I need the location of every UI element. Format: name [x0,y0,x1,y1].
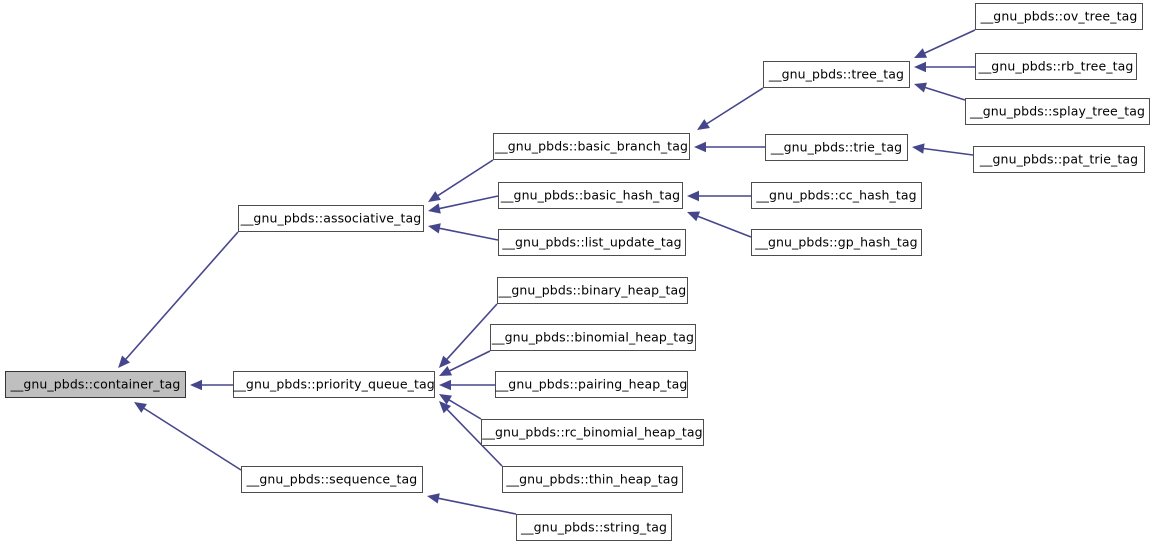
edge-thin_heap_tag-to-priority_queue_tag [439,401,503,467]
node-label: __gnu_pbds::binary_heap_tag [498,282,687,298]
arrowhead-icon [914,48,928,58]
node-string_tag[interactable]: __gnu_pbds::string_tag [516,514,672,541]
edge-basic_branch_tag-to-associative_tag [428,159,494,202]
node-container_tag[interactable]: __gnu_pbds::container_tag [5,371,186,398]
edge-line [448,350,491,373]
arrowhead-icon [439,366,453,376]
node-label: __gnu_pbds::pat_trie_tag [979,151,1139,167]
edge-line [923,29,976,55]
node-label: __gnu_pbds::rb_tree_tag [978,58,1134,74]
node-label: __gnu_pbds::thin_heap_tag [506,471,679,487]
node-rc_binomial_heap_tag[interactable]: __gnu_pbds::rc_binomial_heap_tag [481,419,704,446]
node-binomial_heap_tag[interactable]: __gnu_pbds::binomial_heap_tag [490,324,696,351]
node-binary_heap_tag[interactable]: __gnu_pbds::binary_heap_tag [497,277,688,304]
node-label: __gnu_pbds::splay_tree_tag [970,103,1145,119]
node-splay_tree_tag[interactable]: __gnu_pbds::splay_tree_tag [965,98,1150,125]
edge-line [437,497,517,515]
edge-line [445,407,503,467]
arrowhead-icon [912,143,925,154]
node-label: __gnu_pbds::basic_branch_tag [495,138,688,154]
node-list_update_tag[interactable]: __gnu_pbds::list_update_tag [498,229,686,256]
node-trie_tag[interactable]: __gnu_pbds::trie_tag [765,134,908,161]
node-thin_heap_tag[interactable]: __gnu_pbds::thin_heap_tag [502,466,683,493]
arrowhead-icon [914,82,928,93]
edge-line [124,231,239,361]
node-tree_tag[interactable]: __gnu_pbds::tree_tag [763,61,910,88]
edge-rb_tree_tag-to-tree_tag [914,61,975,73]
node-priority_queue_tag[interactable]: __gnu_pbds::priority_queue_tag [233,371,435,398]
edge-line [447,398,482,420]
arrowhead-icon [439,401,452,414]
node-basic_branch_tag[interactable]: __gnu_pbds::basic_branch_tag [493,133,690,160]
edge-ov_tree_tag-to-tree_tag [914,29,976,58]
arrowhead-icon [687,190,699,202]
node-ov_tree_tag[interactable]: __gnu_pbds::ov_tree_tag [975,3,1143,30]
node-basic_hash_tag[interactable]: __gnu_pbds::basic_hash_tag [498,182,683,209]
edge-splay_tree_tag-to-tree_tag [914,82,966,101]
node-label: __gnu_pbds::basic_hash_tag [500,187,681,203]
node-cc_hash_tag[interactable]: __gnu_pbds::cc_hash_tag [751,182,922,209]
edge-list_update_tag-to-associative_tag [428,223,499,241]
edge-line [705,87,764,126]
arrowhead-icon [118,355,130,368]
edge-string_tag-to-sequence_tag [427,493,517,515]
edge-pairing_heap_tag-to-priority_queue_tag [439,379,495,391]
arrowhead-icon [914,61,926,73]
node-pairing_heap_tag[interactable]: __gnu_pbds::pairing_heap_tag [495,371,688,398]
edge-gp_hash_tag-to-basic_hash_tag [687,211,752,238]
node-label: __gnu_pbds::string_tag [520,519,668,535]
edge-line [923,86,966,101]
arrowhead-icon [439,355,451,368]
edge-basic_hash_tag-to-associative_tag [428,195,499,214]
node-label: __gnu_pbds::gp_hash_tag [755,234,918,250]
arrowhead-icon [428,191,441,202]
arrowhead-icon [439,379,451,391]
edge-priority_queue_tag-to-container_tag [190,379,233,391]
edge-tree_tag-to-basic_branch_tag [697,87,764,130]
node-label: __gnu_pbds::pairing_heap_tag [495,376,688,392]
node-pat_trie_tag[interactable]: __gnu_pbds::pat_trie_tag [973,146,1145,173]
edge-line [436,159,494,197]
edge-line [445,303,498,361]
node-label: __gnu_pbds::sequence_tag [246,471,418,487]
node-label: __gnu_pbds::priority_queue_tag [233,376,435,392]
node-label: __gnu_pbds::trie_tag [770,139,903,155]
edge-line [922,147,974,156]
node-label: __gnu_pbds::associative_tag [240,210,422,226]
arrowhead-icon [439,394,452,405]
node-label: __gnu_pbds::cc_hash_tag [756,187,917,203]
arrowhead-icon [428,223,441,234]
edge-line [438,195,499,210]
arrowhead-icon [427,493,440,504]
node-sequence_tag[interactable]: __gnu_pbds::sequence_tag [241,466,423,493]
arrowhead-icon [428,203,441,214]
arrowhead-icon [687,211,701,222]
edge-rc_binomial_heap_tag-to-priority_queue_tag [439,394,482,420]
edge-binary_heap_tag-to-priority_queue_tag [439,303,498,368]
node-label: __gnu_pbds::ov_tree_tag [980,8,1138,24]
edge-cc_hash_tag-to-basic_hash_tag [687,190,751,202]
node-label: __gnu_pbds::list_update_tag [502,234,682,250]
arrowhead-icon [697,119,710,130]
node-label: __gnu_pbds::rc_binomial_heap_tag [482,424,703,440]
node-label: __gnu_pbds::binomial_heap_tag [491,329,695,345]
edge-line [696,215,752,238]
arrowhead-icon [694,141,706,153]
edge-binomial_heap_tag-to-priority_queue_tag [439,350,491,376]
node-associative_tag[interactable]: __gnu_pbds::associative_tag [238,205,424,232]
edge-line [438,227,499,241]
edge-line [142,406,242,471]
edge-trie_tag-to-basic_branch_tag [694,141,765,153]
node-label: __gnu_pbds::tree_tag [768,66,905,82]
edge-sequence_tag-to-container_tag [134,402,242,471]
arrowhead-icon [134,402,147,413]
edge-pat_trie_tag-to-trie_tag [912,143,974,156]
node-gp_hash_tag[interactable]: __gnu_pbds::gp_hash_tag [751,229,922,256]
edge-associative_tag-to-container_tag [118,231,239,368]
arrowhead-icon [190,379,202,391]
node-label: __gnu_pbds::container_tag [10,376,181,392]
node-rb_tree_tag[interactable]: __gnu_pbds::rb_tree_tag [975,53,1137,80]
